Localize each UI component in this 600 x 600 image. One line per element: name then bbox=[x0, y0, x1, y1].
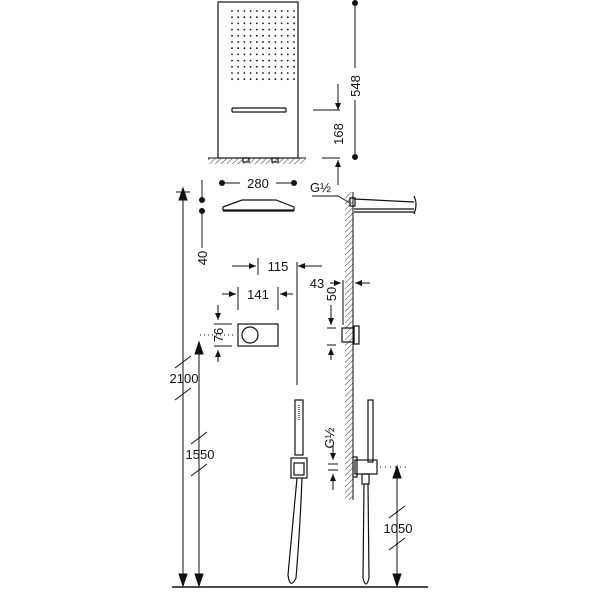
dim-label-141: 141 bbox=[247, 287, 269, 302]
dim-280 bbox=[219, 180, 297, 186]
showerhead-side bbox=[222, 199, 295, 212]
dim-2100 bbox=[174, 186, 192, 588]
wall-hatch bbox=[345, 192, 353, 500]
dim-548 bbox=[352, 0, 358, 160]
hand-shower-side bbox=[352, 399, 378, 585]
thread-label-top: G½ bbox=[310, 180, 331, 195]
dim-1550 bbox=[190, 340, 208, 588]
dim-label-76: 76 bbox=[211, 328, 226, 342]
dim-label-43: 43 bbox=[310, 276, 324, 291]
dim-label-1050: 1050 bbox=[384, 521, 413, 536]
dim-1050 bbox=[388, 464, 406, 588]
dim-label-115: 115 bbox=[268, 259, 289, 274]
shower-arm bbox=[349, 195, 417, 215]
dim-43 bbox=[330, 280, 370, 325]
dim-label-50: 50 bbox=[324, 287, 339, 301]
control-side bbox=[341, 325, 360, 345]
dim-168 bbox=[313, 84, 341, 185]
dim-label-168: 168 bbox=[331, 123, 346, 145]
dim-label-280: 280 bbox=[247, 176, 269, 191]
thread-dim-bottom bbox=[328, 445, 338, 490]
dim-141 bbox=[222, 287, 293, 310]
dim-label-2100: 2100 bbox=[170, 371, 199, 386]
dim-40 bbox=[199, 180, 205, 248]
dim-label-40: 40 bbox=[195, 251, 210, 265]
overhead-panel bbox=[217, 1, 299, 163]
thread-leader-top bbox=[312, 195, 351, 204]
nozzle-grid bbox=[231, 10, 295, 81]
ceiling-hatch bbox=[208, 158, 306, 164]
dim-label-548: 548 bbox=[348, 75, 363, 97]
dim-50 bbox=[327, 305, 336, 360]
dim-76 bbox=[214, 305, 232, 362]
thread-label-bottom: G½ bbox=[322, 427, 337, 448]
dim-115 bbox=[232, 258, 322, 385]
hand-shower-front bbox=[287, 399, 308, 584]
dim-label-1550: 1550 bbox=[186, 447, 215, 462]
control-plate bbox=[237, 323, 279, 347]
